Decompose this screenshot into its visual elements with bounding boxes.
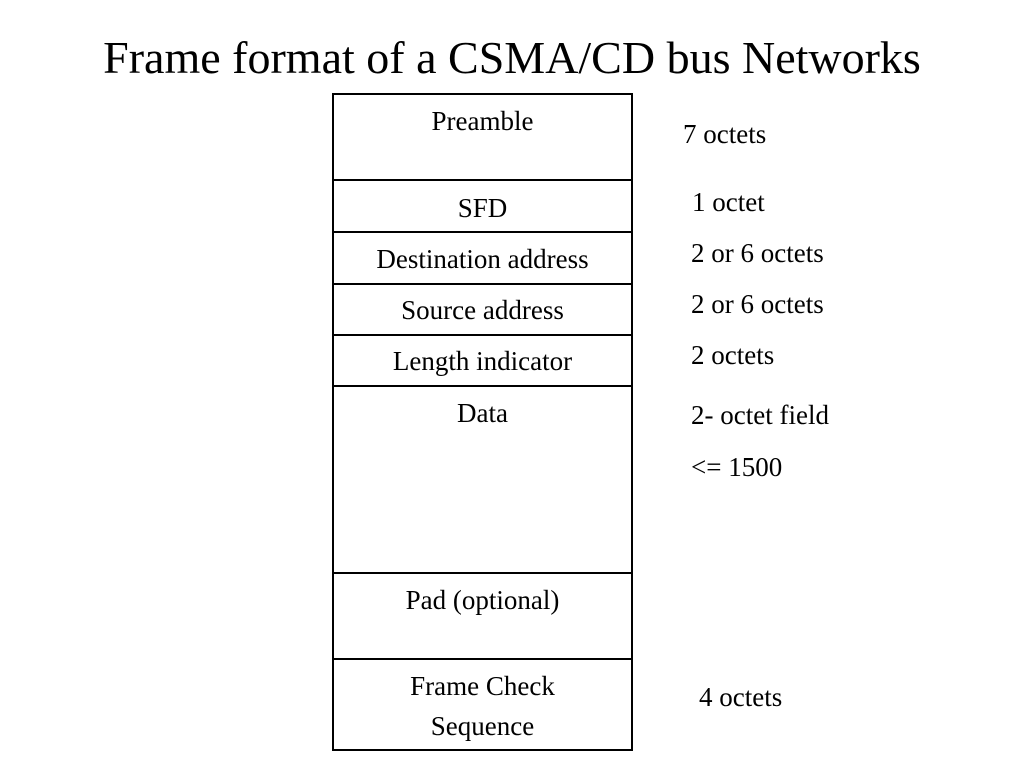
page-title: Frame format of a CSMA/CD bus Networks <box>103 32 921 83</box>
size-frame-check-sequence: 4 octets <box>699 682 783 712</box>
size-sfd: 1 octet <box>692 187 765 217</box>
field-pad: Pad (optional) <box>405 585 560 615</box>
size-data-limit: <= 1500 <box>691 452 783 482</box>
field-divider <box>334 658 631 660</box>
field-frame-check-sequence-line-1: Frame Check <box>410 671 555 701</box>
field-source-address: Source address <box>401 295 564 325</box>
field-divider <box>334 231 631 233</box>
size-source-address: 2 or 6 octets <box>691 289 824 319</box>
field-divider <box>334 572 631 574</box>
field-destination-address: Destination address <box>376 244 589 274</box>
field-frame-check-sequence-line-2: Sequence <box>430 711 535 741</box>
size-length-indicator: 2 octets <box>691 340 775 370</box>
size-destination-address: 2 or 6 octets <box>691 238 824 268</box>
field-data: Data <box>457 398 508 428</box>
field-sfd: SFD <box>457 193 508 223</box>
field-preamble: Preamble <box>431 106 534 136</box>
field-divider <box>334 385 631 387</box>
field-divider <box>334 179 631 181</box>
frame-format-diagram: Preamble SFD Destination address Source … <box>332 93 633 751</box>
field-length-indicator: Length indicator <box>392 346 573 376</box>
field-divider <box>334 283 631 285</box>
size-data-field: 2- octet field <box>691 400 829 430</box>
field-divider <box>334 334 631 336</box>
size-preamble: 7 octets <box>683 119 767 149</box>
